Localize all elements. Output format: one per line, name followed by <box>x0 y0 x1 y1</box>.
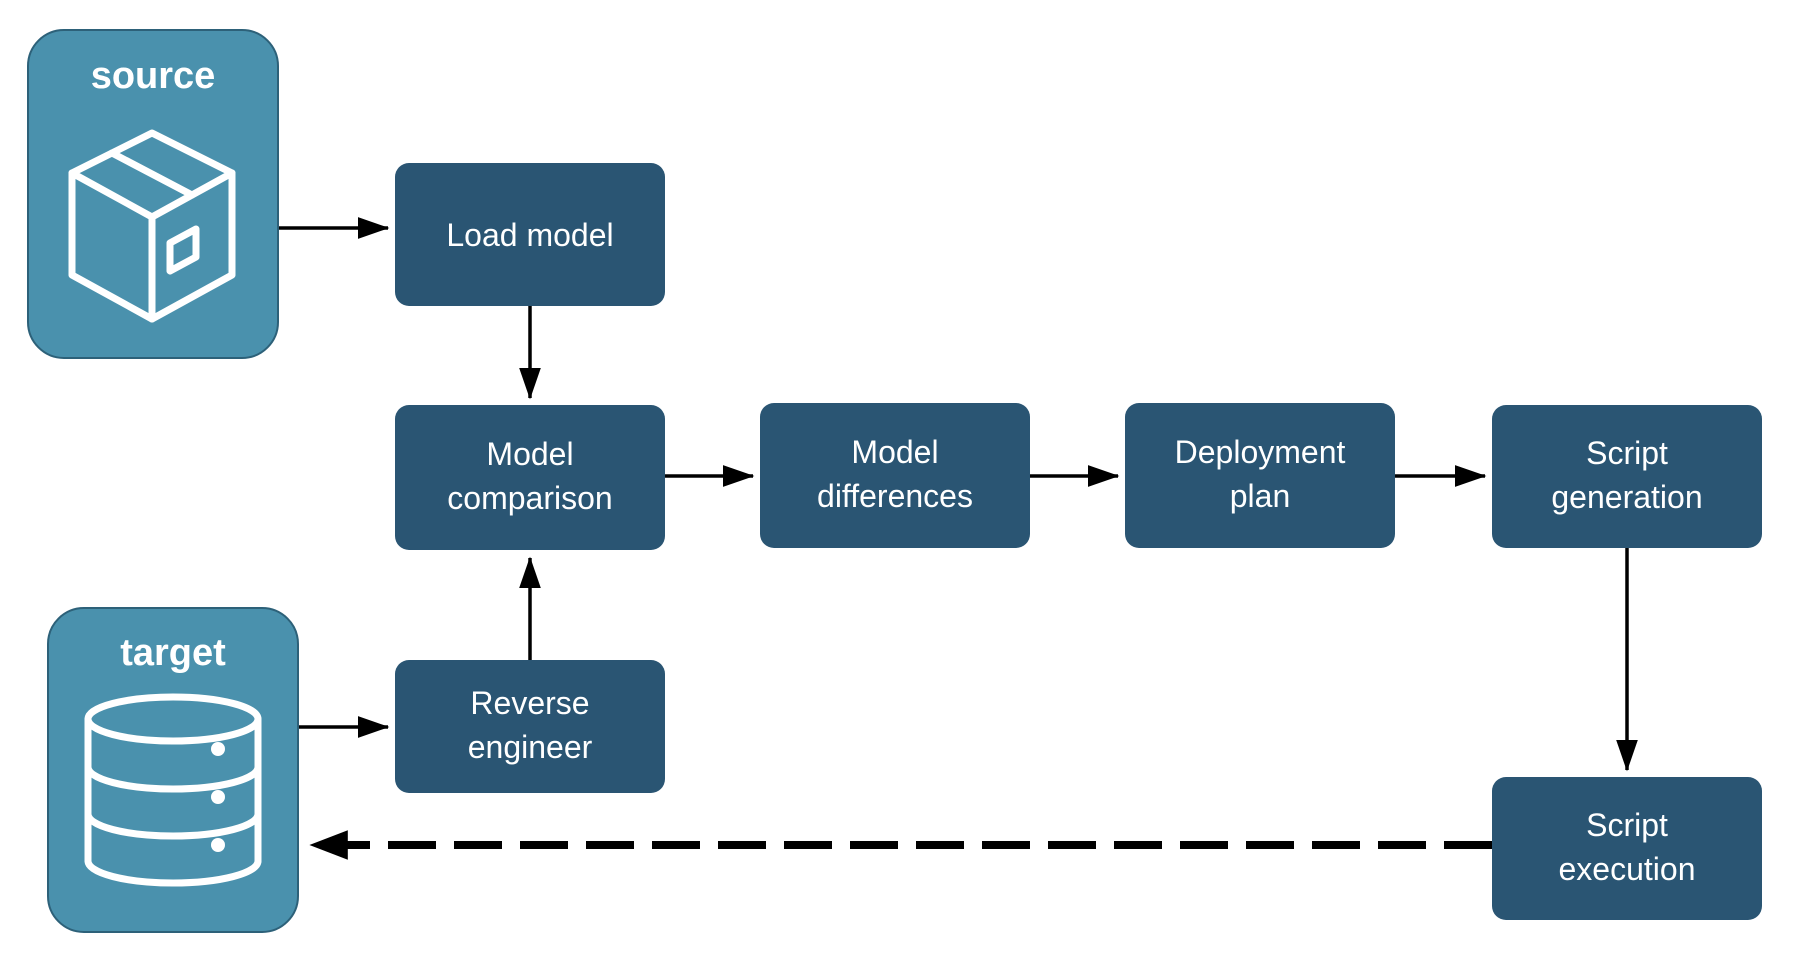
source-node-shape <box>27 29 279 359</box>
deployment-plan-label-line1: Deployment <box>1175 434 1346 470</box>
script-generation-label-line1: Script <box>1586 435 1668 471</box>
load-model-shape <box>395 163 665 306</box>
model-comparison-label-line2: comparison <box>447 480 612 516</box>
target-node-label: target <box>120 632 226 674</box>
target-node-shape <box>47 607 299 933</box>
reverse-engineer-shape <box>395 660 665 793</box>
deployment-plan-label-line2: plan <box>1230 478 1291 514</box>
source-node-label: source <box>91 55 216 97</box>
reverse-engineer-label-line2: engineer <box>468 729 593 765</box>
model-comparison-shape <box>395 405 665 550</box>
db-indicator-dot <box>211 742 225 756</box>
node-model-comparison[interactable]: Model comparison <box>395 405 665 550</box>
db-indicator-dot <box>211 838 225 852</box>
reverse-engineer-label-line1: Reverse <box>470 685 589 721</box>
node-reverse-engineer[interactable]: Reverse engineer <box>395 660 665 793</box>
script-generation-label-line2: generation <box>1551 479 1702 515</box>
node-source[interactable]: source <box>27 29 279 359</box>
load-model-label-line1: Load model <box>446 217 613 253</box>
script-execution-label-line2: execution <box>1559 851 1696 887</box>
node-script-execution[interactable]: Script execution <box>1492 777 1762 920</box>
db-indicator-dot <box>211 790 225 804</box>
deployment-plan-shape <box>1125 403 1395 548</box>
node-load-model[interactable]: Load model <box>395 163 665 306</box>
package-box-icon <box>68 129 236 323</box>
script-execution-label-line1: Script <box>1586 807 1668 843</box>
model-differences-shape <box>760 403 1030 548</box>
node-deployment-plan[interactable]: Deployment plan <box>1125 403 1395 548</box>
connector-layer <box>278 217 1638 860</box>
node-script-generation[interactable]: Script generation <box>1492 405 1762 548</box>
model-differences-label-line1: Model <box>851 434 938 470</box>
model-comparison-label-line1: Model <box>486 436 573 472</box>
model-differences-label-line2: differences <box>817 478 973 514</box>
database-cylinder-icon <box>84 693 262 887</box>
script-generation-shape <box>1492 405 1762 548</box>
node-model-differences[interactable]: Model differences <box>760 403 1030 548</box>
node-target[interactable]: target <box>47 607 299 933</box>
script-execution-shape <box>1492 777 1762 920</box>
